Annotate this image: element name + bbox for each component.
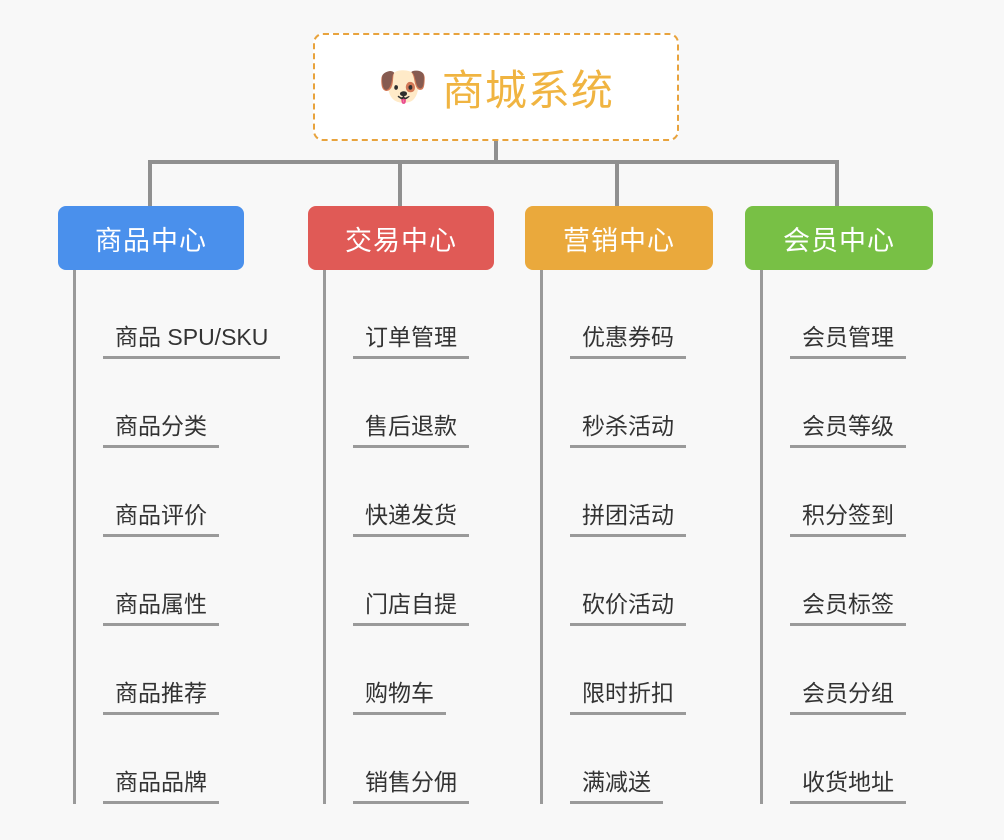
leaf-item-label: 满减送 bbox=[570, 768, 663, 804]
leaf-item[interactable]: 会员分组 bbox=[760, 626, 906, 715]
leaf-item-label: 购物车 bbox=[353, 679, 446, 715]
leaf-item-label: 会员管理 bbox=[790, 323, 906, 359]
branch-header-3[interactable]: 营销中心 bbox=[525, 206, 713, 270]
leaf-item-label: 会员等级 bbox=[790, 412, 906, 448]
branch-column-2: 交易中心订单管理售后退款快递发货门店自提购物车销售分佣 bbox=[308, 206, 494, 804]
leaf-item[interactable]: 会员管理 bbox=[760, 270, 906, 359]
leaf-item-label: 收货地址 bbox=[790, 768, 906, 804]
leaf-item[interactable]: 售后退款 bbox=[323, 359, 469, 448]
leaf-item-label: 门店自提 bbox=[353, 590, 469, 626]
leaf-item-label: 会员分组 bbox=[790, 679, 906, 715]
leaf-item-label: 快递发货 bbox=[353, 501, 469, 537]
connector-drop-2 bbox=[398, 160, 402, 208]
leaf-item-label: 商品评价 bbox=[103, 501, 219, 537]
leaf-item[interactable]: 商品分类 bbox=[73, 359, 219, 448]
leaf-item-label: 商品分类 bbox=[103, 412, 219, 448]
branch-column-1: 商品中心商品 SPU/SKU 商品分类商品评价商品属性商品推荐商品品牌 bbox=[58, 206, 281, 804]
leaf-item-label: 拼团活动 bbox=[570, 501, 686, 537]
connector-drop-3 bbox=[615, 160, 619, 208]
leaf-item-label: 砍价活动 bbox=[570, 590, 686, 626]
leaf-item[interactable]: 会员标签 bbox=[760, 537, 906, 626]
leaf-item-label: 会员标签 bbox=[790, 590, 906, 626]
branch-header-label: 营销中心 bbox=[563, 225, 675, 256]
branch-spine-1 bbox=[73, 270, 76, 804]
leaf-item[interactable]: 销售分佣 bbox=[323, 715, 469, 804]
dog-face-icon: 🐶 bbox=[378, 65, 428, 109]
leaf-item[interactable]: 秒杀活动 bbox=[540, 359, 686, 448]
branch-header-4[interactable]: 会员中心 bbox=[745, 206, 933, 270]
leaf-item-label: 优惠券码 bbox=[570, 323, 686, 359]
branch-spine-3 bbox=[540, 270, 543, 804]
leaf-item[interactable]: 积分签到 bbox=[760, 448, 906, 537]
branch-header-label: 会员中心 bbox=[783, 225, 895, 256]
branch-header-label: 交易中心 bbox=[345, 225, 457, 256]
branch-spine-4 bbox=[760, 270, 763, 804]
leaf-item-label: 限时折扣 bbox=[570, 679, 686, 715]
leaf-item[interactable]: 收货地址 bbox=[760, 715, 906, 804]
leaf-item[interactable]: 会员等级 bbox=[760, 359, 906, 448]
leaf-item[interactable]: 商品评价 bbox=[73, 448, 219, 537]
leaf-item[interactable]: 商品属性 bbox=[73, 537, 219, 626]
leaf-item[interactable]: 砍价活动 bbox=[540, 537, 686, 626]
leaf-item[interactable]: 满减送 bbox=[540, 715, 663, 804]
leaf-item[interactable]: 快递发货 bbox=[323, 448, 469, 537]
leaf-item[interactable]: 商品推荐 bbox=[73, 626, 219, 715]
leaf-item[interactable]: 优惠券码 bbox=[540, 270, 686, 359]
leaf-item-label: 售后退款 bbox=[353, 412, 469, 448]
leaf-item-label: 秒杀活动 bbox=[570, 412, 686, 448]
branch-column-4: 会员中心会员管理会员等级积分签到会员标签会员分组收货地址 bbox=[745, 206, 933, 804]
leaf-item-label: 商品推荐 bbox=[103, 679, 219, 715]
leaf-item-label: 商品 SPU/SKU bbox=[103, 323, 281, 359]
connector-drop-4 bbox=[835, 160, 839, 208]
leaf-item-label: 商品品牌 bbox=[103, 768, 219, 804]
branch-header-2[interactable]: 交易中心 bbox=[308, 206, 494, 270]
root-title: 商城系统 bbox=[441, 66, 614, 114]
leaf-item[interactable]: 商品 SPU/SKU bbox=[73, 270, 281, 359]
branch-header-1[interactable]: 商品中心 bbox=[58, 206, 244, 270]
branch-spine-2 bbox=[323, 270, 326, 804]
branch-header-label: 商品中心 bbox=[95, 225, 207, 256]
connector-horizontal-bus bbox=[149, 160, 836, 164]
leaf-item[interactable]: 拼团活动 bbox=[540, 448, 686, 537]
leaf-item-label: 积分签到 bbox=[790, 501, 906, 537]
leaf-item-label: 销售分佣 bbox=[353, 768, 469, 804]
root-node[interactable]: 🐶 商城系统 bbox=[313, 33, 679, 141]
leaf-item-label: 订单管理 bbox=[353, 323, 469, 359]
connector-root-stem bbox=[494, 141, 498, 163]
leaf-item[interactable]: 商品品牌 bbox=[73, 715, 219, 804]
leaf-item[interactable]: 限时折扣 bbox=[540, 626, 686, 715]
leaf-item-label: 商品属性 bbox=[103, 590, 219, 626]
leaf-item[interactable]: 订单管理 bbox=[323, 270, 469, 359]
branch-column-3: 营销中心优惠券码秒杀活动拼团活动砍价活动限时折扣满减送 bbox=[525, 206, 713, 804]
leaf-item[interactable]: 门店自提 bbox=[323, 537, 469, 626]
connector-drop-1 bbox=[148, 160, 152, 208]
leaf-item[interactable]: 购物车 bbox=[323, 626, 446, 715]
